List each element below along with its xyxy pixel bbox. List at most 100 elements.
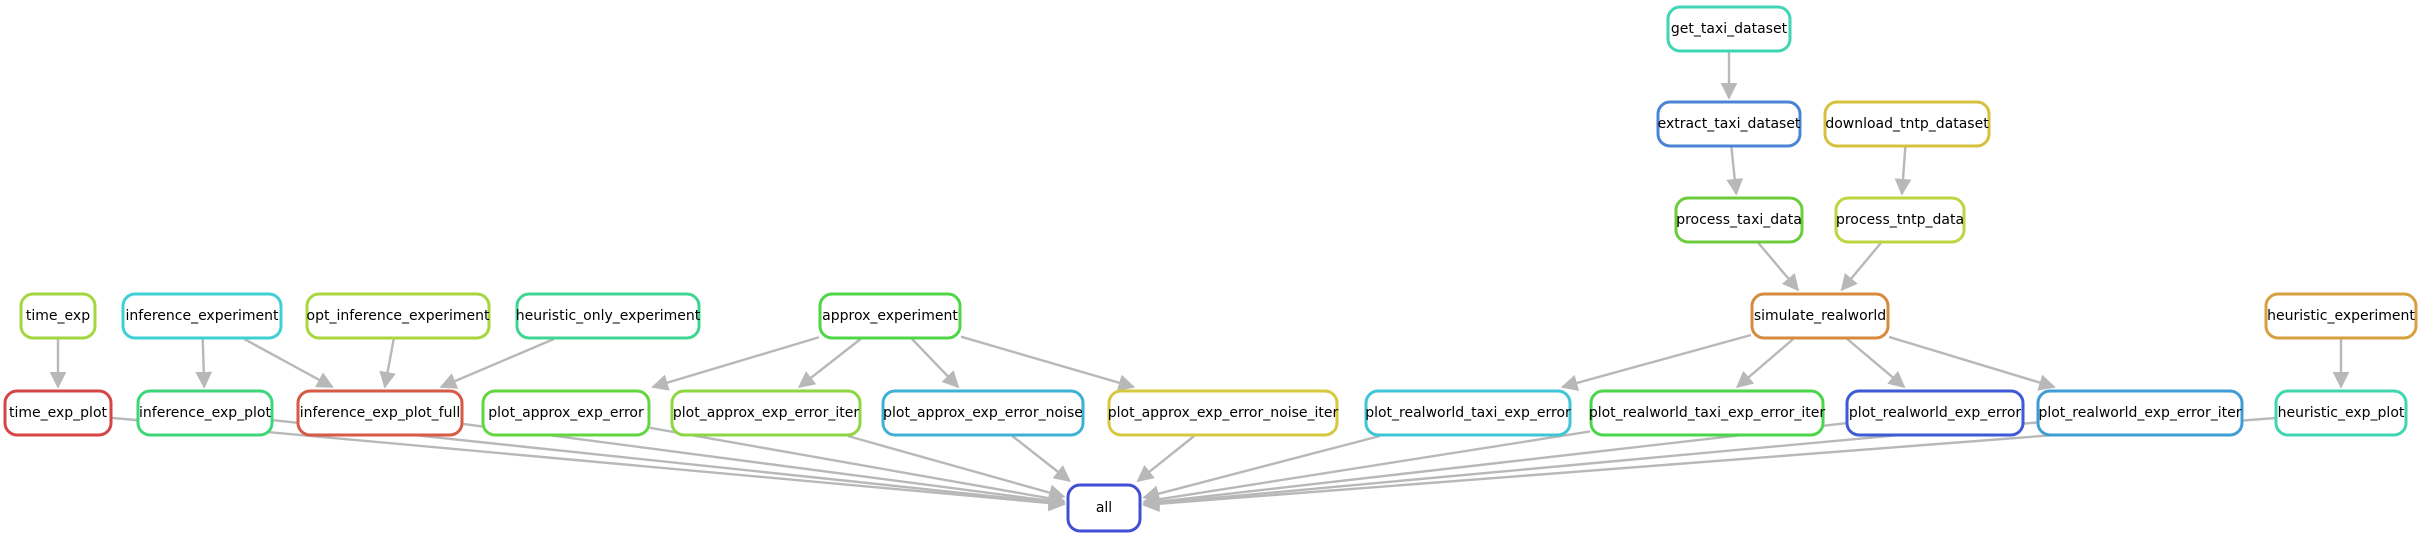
edge-plot_realworld_taxi_exp_error-to-all: [1142, 434, 1381, 502]
edge-plot_approx_exp_error_noise_iter-to-all: [1136, 435, 1195, 483]
edge-process_tntp_data-to-simulate_realworld: [1840, 242, 1882, 292]
node-get_taxi_dataset: get_taxi_dataset: [1666, 5, 1792, 53]
node-label: time_exp: [26, 308, 90, 324]
node-label: approx_experiment: [822, 308, 958, 324]
edge-plot_realworld_taxi_exp_error_iter-to-all: [1142, 430, 1591, 508]
edge-line: [911, 338, 960, 389]
edge-heuristic_only_experiment-to-inference_exp_plot_full: [439, 337, 555, 389]
node-label: inference_experiment: [126, 308, 279, 324]
node-box: [1834, 196, 1966, 244]
edge-line: [439, 337, 555, 389]
edge-inference_experiment-to-inference_exp_plot_full: [243, 337, 334, 389]
edge-line: [243, 337, 334, 389]
edge-line: [1560, 333, 1752, 392]
node-label: plot_approx_exp_error_noise: [883, 405, 1083, 421]
node-plot_realworld_taxi_exp_error_iter: plot_realworld_taxi_exp_error_iter: [1589, 389, 1826, 437]
node-box: [1750, 292, 1890, 340]
node-label: simulate_realworld: [1754, 308, 1886, 324]
edge-simulate_realworld-to-plot_realworld_exp_error: [1846, 338, 1906, 389]
node-box: [296, 389, 464, 437]
node-box: [2274, 389, 2408, 437]
node-label: download_tntp_dataset: [1825, 116, 1989, 132]
edge-extract_taxi_dataset-to-process_taxi_data: [1726, 146, 1744, 196]
node-label: plot_approx_exp_error_iter: [673, 405, 859, 421]
edge-line: [847, 434, 1066, 501]
edge-plot_approx_exp_error_iter-to-all: [847, 434, 1066, 501]
node-box: [1066, 483, 1142, 533]
node-box: [481, 389, 651, 437]
node-box: [670, 389, 862, 437]
node-box: [1364, 389, 1572, 437]
node-box: [121, 292, 283, 340]
edge-approx_experiment-to-plot_approx_exp_error: [651, 336, 820, 391]
node-inference_experiment: inference_experiment: [121, 292, 283, 340]
edge-inference_experiment-to-inference_exp_plot: [195, 338, 213, 389]
node-label: plot_realworld_exp_error_iter: [2038, 405, 2241, 421]
node-box: [1656, 100, 1802, 148]
edge-line: [649, 426, 1066, 507]
edge-simulate_realworld-to-plot_realworld_taxi_exp_error: [1560, 333, 1752, 392]
edge-approx_experiment-to-plot_approx_exp_error_noise: [911, 338, 960, 389]
node-box: [1589, 389, 1825, 437]
edge-simulate_realworld-to-plot_realworld_taxi_exp_error_iter: [1736, 338, 1794, 389]
node-label: time_exp_plot: [9, 405, 108, 421]
node-process_tntp_data: process_tntp_data: [1834, 196, 1966, 244]
edge-line: [462, 422, 1066, 510]
node-label: inference_exp_plot_full: [300, 405, 461, 421]
node-heuristic_experiment: heuristic_experiment: [2264, 292, 2418, 340]
edge-approx_experiment-to-plot_approx_exp_error_noise_iter: [960, 335, 1136, 391]
edge-line: [1840, 242, 1882, 292]
node-label: all: [1096, 500, 1112, 516]
node-box: [305, 292, 491, 340]
node-plot_approx_exp_error: plot_approx_exp_error: [481, 389, 651, 437]
edge-line: [195, 338, 213, 389]
edge-line: [1142, 434, 1381, 502]
node-plot_realworld_exp_error_iter: plot_realworld_exp_error_iter: [2036, 389, 2244, 437]
node-label: heuristic_only_experiment: [516, 308, 701, 324]
node-label: process_taxi_data: [1676, 212, 1802, 228]
edge-line: [797, 338, 862, 389]
edge-line: [1142, 430, 1591, 508]
node-label: plot_approx_exp_error: [488, 405, 644, 421]
node-label: inference_exp_plot: [139, 405, 271, 421]
node-simulate_realworld: simulate_realworld: [1750, 292, 1890, 340]
edge-line: [111, 416, 1066, 512]
node-box: [3, 389, 113, 437]
edge-time_exp_plot-to-all: [111, 416, 1066, 512]
node-approx_experiment: approx_experiment: [818, 292, 962, 340]
node-box: [1666, 5, 1792, 53]
edge-line: [960, 335, 1136, 391]
edge-line: [379, 338, 396, 389]
edge-line: [1736, 338, 1794, 389]
node-plot_realworld_exp_error: plot_realworld_exp_error: [1845, 389, 2025, 437]
node-plot_realworld_taxi_exp_error: plot_realworld_taxi_exp_error: [1364, 389, 1572, 437]
edge-simulate_realworld-to-plot_realworld_exp_error_iter: [1888, 335, 2056, 391]
node-inference_exp_plot_full: inference_exp_plot_full: [296, 389, 464, 437]
edge-inference_exp_plot_full-to-all: [462, 422, 1066, 510]
node-label: extract_taxi_dataset: [1658, 116, 1801, 132]
node-all: all: [1066, 483, 1142, 533]
node-process_taxi_data: process_taxi_data: [1674, 196, 1804, 244]
edge-line: [1142, 421, 1847, 511]
node-label: get_taxi_dataset: [1671, 21, 1788, 37]
edge-line: [1888, 335, 2056, 391]
edge-line: [1757, 242, 1800, 292]
node-label: plot_realworld_taxi_exp_error: [1365, 405, 1571, 421]
node-label: plot_realworld_taxi_exp_error_iter: [1589, 405, 1826, 421]
edge-line: [1894, 146, 1912, 196]
edge-process_taxi_data-to-simulate_realworld: [1757, 242, 1800, 292]
edge-plot_realworld_exp_error-to-all: [1142, 421, 1847, 511]
node-box: [818, 292, 962, 340]
node-box: [136, 389, 274, 437]
edge-line: [1011, 435, 1071, 483]
node-label: opt_inference_experiment: [307, 308, 490, 324]
edge-line: [1726, 146, 1744, 196]
node-plot_approx_exp_error_noise_iter: plot_approx_exp_error_noise_iter: [1107, 389, 1339, 437]
edge-plot_approx_exp_error_noise-to-all: [1011, 435, 1071, 483]
node-box: [1845, 389, 2025, 437]
node-box: [1823, 100, 1991, 148]
edge-plot_approx_exp_error-to-all: [649, 426, 1066, 507]
edge-line: [1846, 338, 1906, 389]
node-plot_approx_exp_error_iter: plot_approx_exp_error_iter: [670, 389, 862, 437]
node-time_exp_plot: time_exp_plot: [3, 389, 113, 437]
